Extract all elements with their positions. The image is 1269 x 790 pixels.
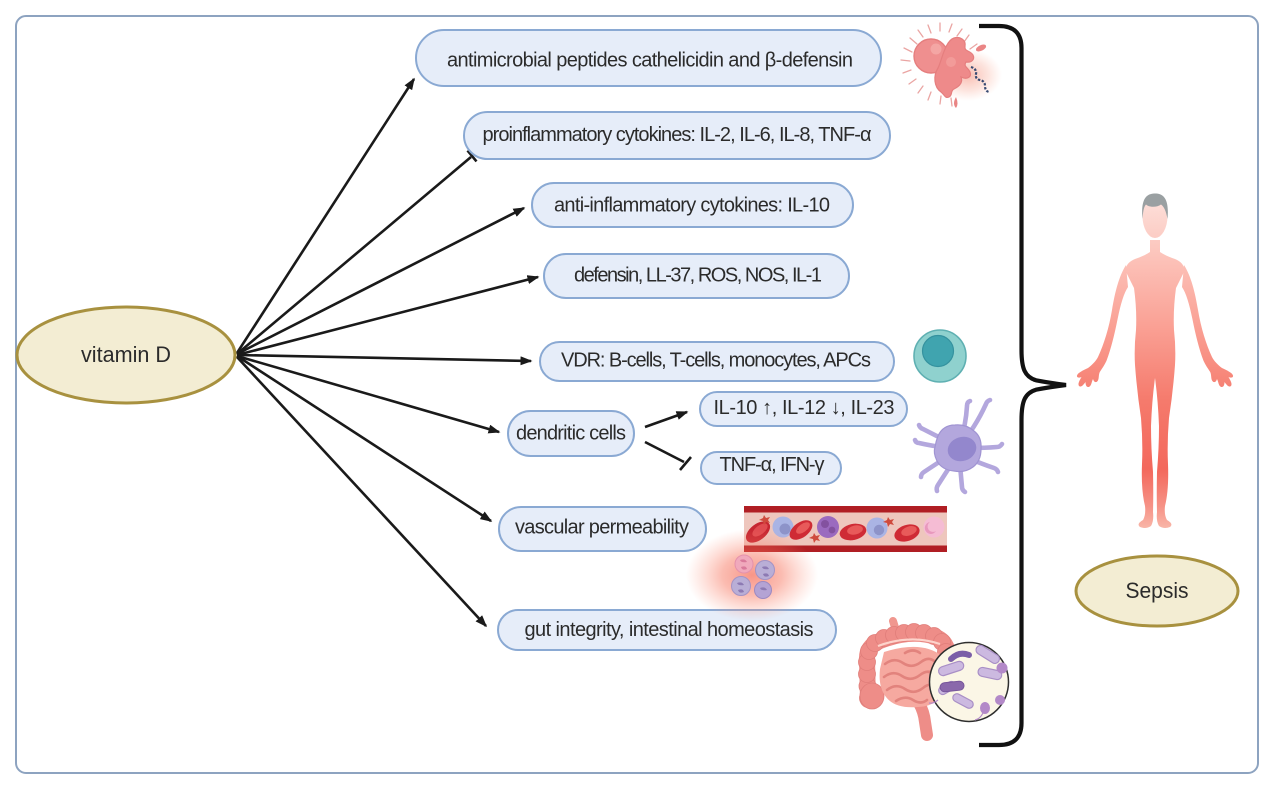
svg-text:defensin, LL-37, ROS, NOS, IL-: defensin, LL-37, ROS, NOS, IL-1: [574, 264, 822, 286]
svg-text:TNF-α, IFN-γ: TNF-α, IFN-γ: [720, 454, 825, 476]
svg-text:vascular permeability: vascular permeability: [515, 516, 689, 538]
svg-text:proinflammatory cytokines: IL-: proinflammatory cytokines: IL-2, IL-6, I…: [483, 124, 872, 146]
svg-text:antimicrobial peptides catheli: antimicrobial peptides cathelicidin and …: [447, 50, 853, 72]
svg-text:anti-inflammatory cytokines: I: anti-inflammatory cytokines: IL-10: [554, 194, 830, 216]
svg-text:gut integrity, intestinal home: gut integrity, intestinal homeostasis: [525, 619, 814, 641]
svg-text:VDR: B-cells, T-cells, monocyt: VDR: B-cells, T-cells, monocytes, APCs: [561, 349, 871, 371]
svg-text:vitamin D: vitamin D: [81, 342, 171, 367]
svg-text:IL-10 ↑, IL-12 ↓, IL-23: IL-10 ↑, IL-12 ↓, IL-23: [714, 397, 895, 419]
svg-text:dendritic cells: dendritic cells: [516, 422, 626, 444]
svg-text:Sepsis: Sepsis: [1126, 578, 1189, 603]
